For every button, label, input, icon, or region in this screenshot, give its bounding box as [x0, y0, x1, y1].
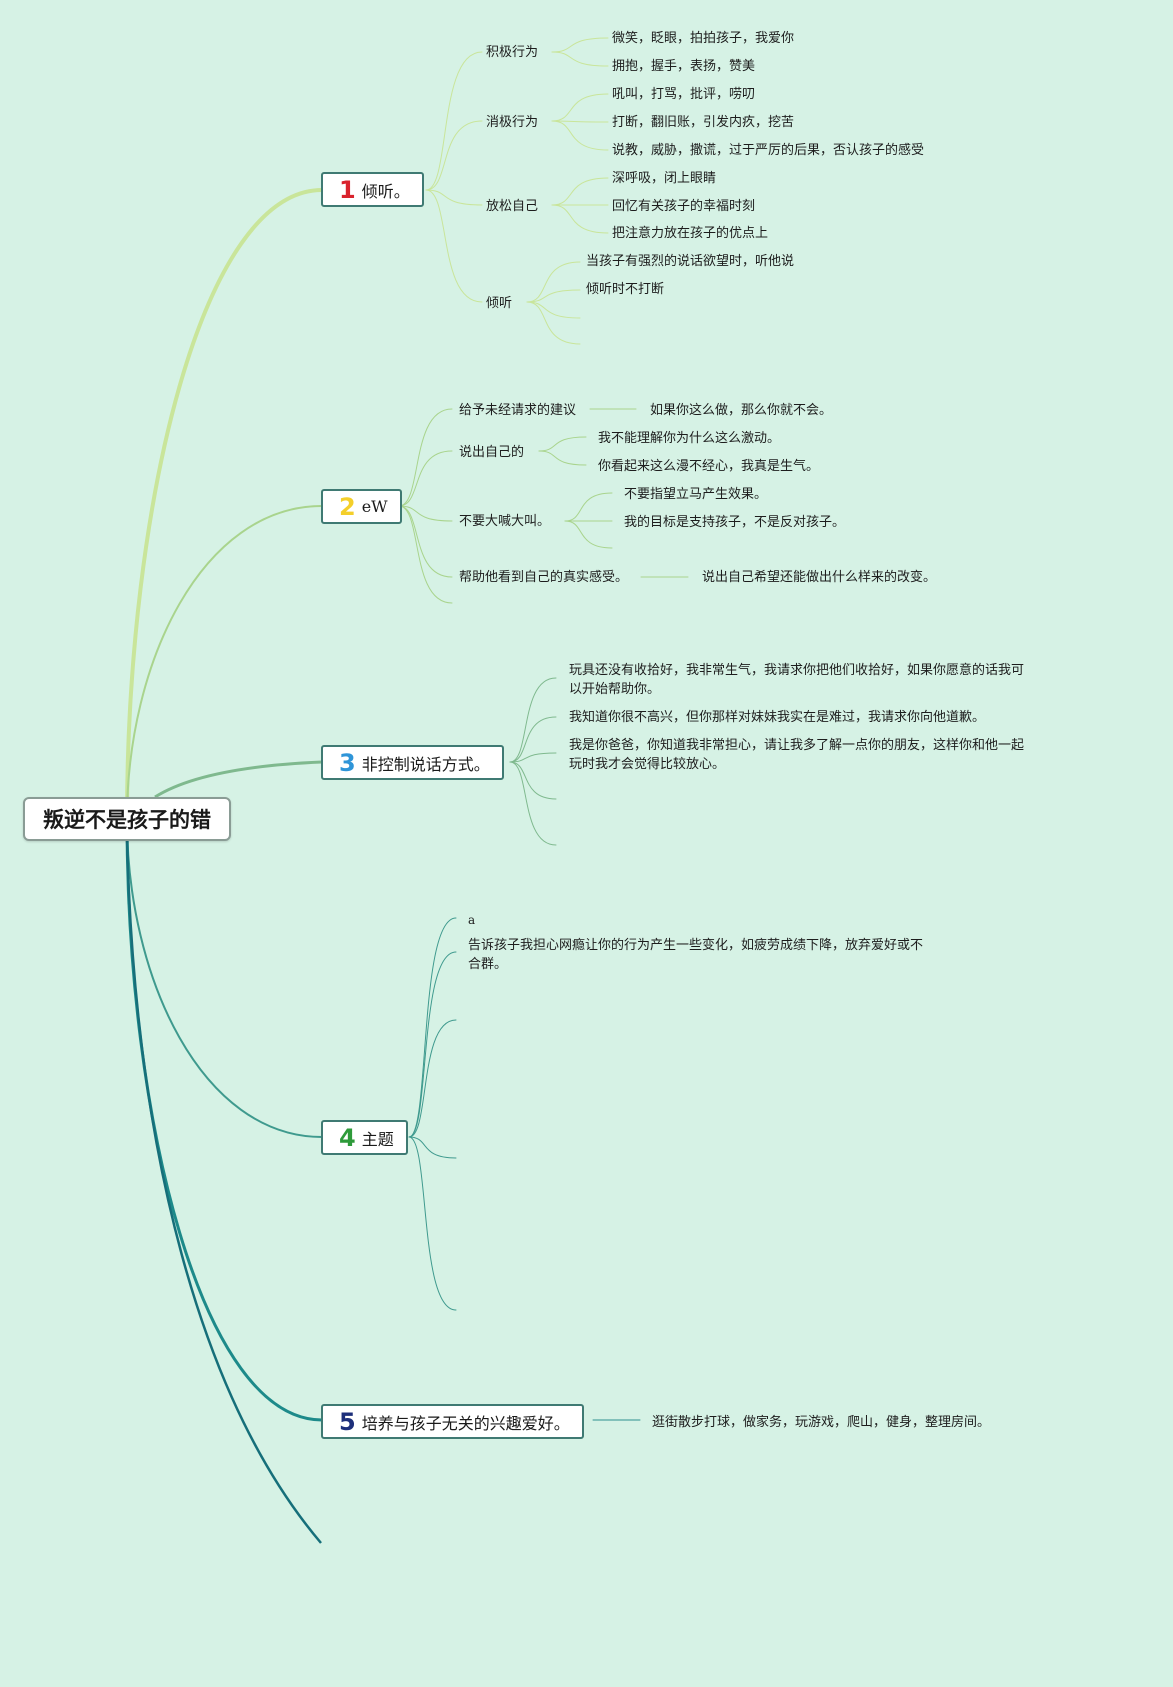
subtopic-connector — [425, 189, 483, 303]
root-topic-label: 叛逆不是孩子的错 — [43, 808, 211, 832]
subtopic[interactable]: 放松自己 — [486, 199, 539, 214]
branch-6-connector — [125, 839, 322, 1544]
subtopic[interactable]: 说出自己的 — [459, 445, 525, 460]
leaf-topic[interactable]: 玩具还没有收拾好，我非常生气，我请求你把他们收拾好，如果你愿意的话我可以开始帮助… — [569, 663, 1025, 697]
leaf-topic[interactable]: 你看起来这么漫不经心，我真是生气。 — [598, 459, 820, 474]
subtopic[interactable]: 积极行为 — [486, 45, 539, 60]
branch-5-topic[interactable]: 5 培养与孩子无关的兴趣爱好。 — [321, 1404, 584, 1439]
leaf-connector — [509, 752, 557, 763]
leaf-connector — [526, 289, 581, 303]
leaf-topic[interactable]: 说教，威胁，撒谎，过于严厉的后果，否认孩子的感受 — [612, 143, 925, 158]
leaf-connector — [551, 120, 609, 151]
subtopic-connector — [398, 505, 453, 578]
leaf-connector — [564, 492, 613, 522]
leaf-connector — [509, 716, 557, 763]
subtopic-connector — [425, 51, 483, 191]
leaf-topic[interactable]: 不要指望立马产生效果。 — [624, 487, 768, 502]
branch-3-connector — [154, 760, 323, 799]
leaf-topic[interactable]: 我是你爸爸，你知道我非常担心，请让我多了解一点你的朋友，这样你和他一起玩时我才会… — [569, 738, 1025, 772]
mind-map-canvas: 叛逆不是孩子的错 1 倾听。 2 eW 3 非控制说话方式。 4 主题 5 培养… — [23, 31, 1025, 1544]
branch-label: 培养与孩子无关的兴趣爱好。 — [361, 1413, 570, 1433]
leaf-topic[interactable]: 我的目标是支持孩子，不是反对孩子。 — [624, 515, 846, 530]
leaf-connector — [538, 436, 587, 452]
connector-lines — [125, 37, 689, 1544]
branch-4-connector — [126, 818, 323, 1138]
leaf-topic[interactable]: 回忆有关孩子的幸福时刻 — [612, 199, 756, 214]
leaf-connector — [551, 93, 609, 122]
branch-number: 1 — [339, 175, 356, 204]
leaf-connector — [551, 51, 609, 67]
leaf-topic[interactable]: 逛街散步打球，做家务，玩游戏，爬山，健身，整理房间。 — [652, 1415, 991, 1430]
leaf-connector — [526, 301, 581, 319]
branch-label: 非控制说话方式。 — [361, 754, 490, 774]
leaf-topic[interactable]: 深呼吸，闭上眼睛 — [612, 171, 717, 186]
root-topic[interactable]: 叛逆不是孩子的错 — [23, 797, 231, 841]
leaf-connector — [509, 677, 557, 763]
leaf-topic[interactable]: 我知道你很不高兴，但你那样对妹妹我实在是难过，我请求你向他道歉。 — [569, 710, 986, 725]
leaf-topic[interactable]: 如果你这么做，那么你就不会。 — [650, 403, 833, 418]
leaf-connector — [408, 1019, 457, 1138]
leaf-topic[interactable]: 当孩子有强烈的说话欲望时，听他说 — [586, 254, 795, 269]
subtopic[interactable]: 给予未经请求的建议 — [459, 403, 577, 418]
leaf-connector — [509, 761, 557, 800]
branch-3-topic[interactable]: 3 非控制说话方式。 — [321, 745, 504, 780]
leaf-topic[interactable]: 打断，翻旧账，引发内疚，挖苦 — [612, 115, 795, 130]
subtopic[interactable]: 不要大喊大叫。 — [459, 514, 551, 529]
branch-label: eW — [361, 497, 388, 516]
leaf-connector — [408, 1136, 457, 1159]
leaf-connector — [551, 120, 609, 123]
branch-number: 4 — [339, 1123, 356, 1152]
leaf-topic[interactable]: 拥抱，握手，表扬，赞美 — [612, 59, 756, 74]
subtopic[interactable]: 倾听 — [486, 296, 513, 311]
leaf-connector — [551, 37, 609, 53]
subtopic-connector — [398, 408, 453, 507]
branch-number: 2 — [339, 492, 356, 521]
subtopic-connector — [425, 189, 483, 206]
branch-number: 3 — [339, 748, 356, 777]
subtopic-connector — [398, 505, 453, 522]
subtopic[interactable]: 消极行为 — [486, 115, 539, 130]
leaf-topic[interactable]: 我不能理解你为什么这么激动。 — [598, 431, 781, 446]
branch-2-topic[interactable]: 2 eW — [321, 489, 402, 524]
leaf-topic[interactable]: 把注意力放在孩子的优点上 — [612, 226, 769, 241]
leaf-connector — [509, 761, 557, 846]
leaf-topic[interactable]: a — [468, 913, 476, 927]
leaf-connector — [551, 177, 609, 206]
subtopic-connector — [398, 505, 453, 604]
branch-label: 主题 — [361, 1129, 394, 1149]
leaf-topic[interactable]: 说出自己希望还能做出什么样来的改变。 — [702, 570, 937, 585]
leaf-connector — [564, 520, 613, 549]
subtopic[interactable]: 帮助他看到自己的真实感受。 — [459, 570, 629, 585]
leaf-topic[interactable]: 微笑，眨眼，拍拍孩子，我爱你 — [612, 31, 795, 46]
branch-2-connector — [126, 505, 323, 820]
leaf-connector — [526, 301, 581, 345]
branch-1-connector — [125, 188, 323, 820]
branch-1-topic[interactable]: 1 倾听。 — [321, 172, 424, 207]
branch-label: 倾听。 — [361, 181, 410, 201]
subtopic-connector — [398, 450, 453, 507]
leaf-connector — [551, 204, 609, 234]
branch-4-topic[interactable]: 4 主题 — [321, 1120, 408, 1155]
leaf-connector — [408, 1136, 457, 1311]
leaf-connector — [538, 450, 587, 466]
leaf-topic[interactable]: 吼叫，打骂，批评，唠叨 — [612, 87, 756, 102]
leaf-connector — [408, 951, 457, 1138]
leaf-connector — [526, 261, 581, 303]
subtopic-connector — [425, 120, 483, 191]
branch-number: 5 — [339, 1407, 356, 1436]
branch-5-connector — [125, 818, 323, 1422]
leaf-connector — [408, 917, 457, 1138]
leaf-topic[interactable]: 告诉孩子我担心网瘾让你的行为产生一些变化，如疲劳成绩下降，放弃爱好或不合群。 — [468, 938, 924, 972]
leaf-topic[interactable]: 倾听时不打断 — [586, 282, 665, 297]
